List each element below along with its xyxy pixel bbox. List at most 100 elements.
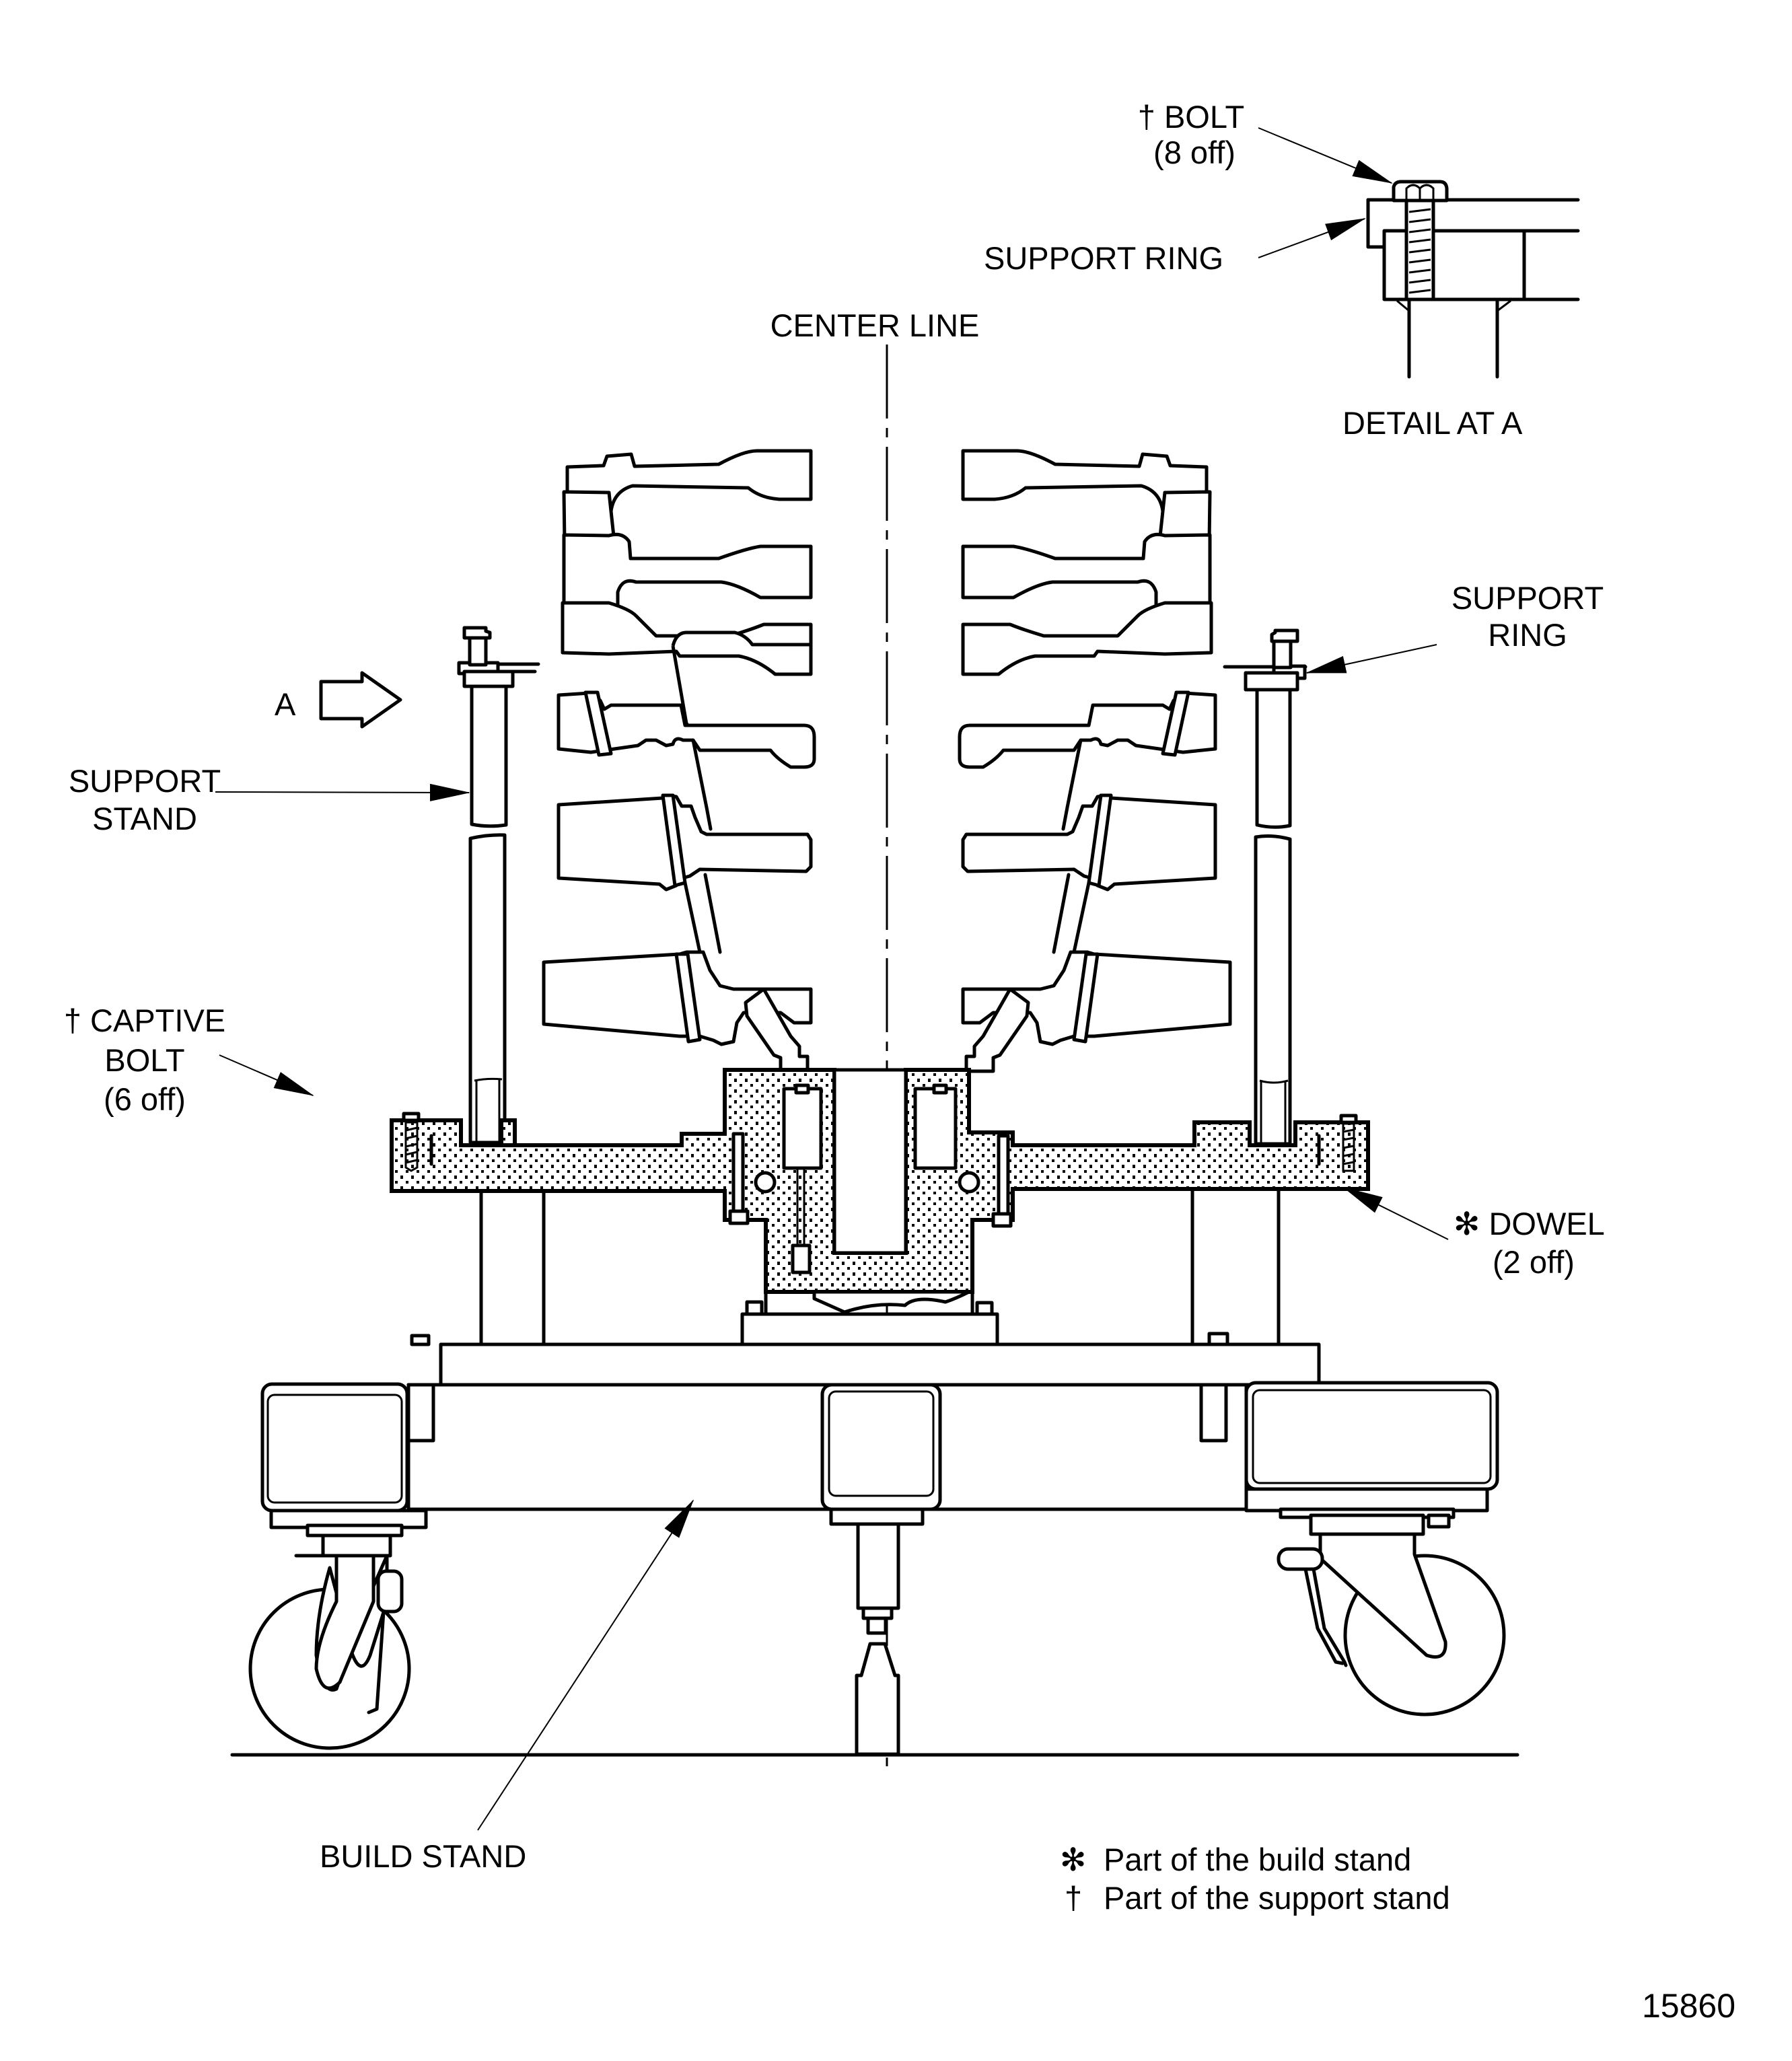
pedestal-bolt-right bbox=[975, 1301, 994, 1316]
rotor-disk-stage-5 bbox=[961, 793, 1217, 892]
support-ring-detail-arrow bbox=[1258, 218, 1366, 258]
captive-bolt-quantity: (6 off) bbox=[104, 1081, 186, 1117]
detail-bolt-threads bbox=[1408, 208, 1431, 294]
support-pin-head-right bbox=[1270, 628, 1299, 643]
flange-bolt-head-right bbox=[991, 1212, 1013, 1228]
frame-bracket-right bbox=[1199, 1383, 1228, 1443]
jack-tube bbox=[856, 1522, 900, 1610]
blade-root-stage-6 bbox=[674, 952, 702, 1044]
support-ring-right-label: SUPPORT RING bbox=[1305, 580, 1604, 674]
caster-left-brake-lever bbox=[367, 1610, 386, 1714]
figure-number: 15860 bbox=[1642, 1987, 1735, 2025]
center-box-inner bbox=[828, 1390, 935, 1497]
rotor-right-half bbox=[958, 449, 1232, 1073]
hub-broken-out-section bbox=[812, 1290, 971, 1314]
caster-right-brake bbox=[1277, 1547, 1324, 1571]
caster-right-fork bbox=[1318, 1532, 1447, 1659]
build-stand-label: BUILD STAND bbox=[320, 1499, 694, 1874]
blade-root-stage-4 bbox=[1161, 690, 1190, 757]
support-stand-left bbox=[457, 626, 540, 1145]
center-box bbox=[820, 1383, 942, 1511]
caster-box-right bbox=[1244, 1381, 1499, 1491]
caster-box-left-inner bbox=[266, 1394, 403, 1504]
support-tube-left-upper bbox=[470, 684, 508, 828]
legend-text-support-stand: Part of the support stand bbox=[1104, 1880, 1450, 1916]
support-collar-left bbox=[462, 670, 515, 688]
column-bolt-left bbox=[410, 1334, 431, 1346]
captive-bolt-line1: † CAPTIVE bbox=[64, 1003, 225, 1038]
hub-housing-sides bbox=[764, 1290, 974, 1316]
detail-support-ring bbox=[1366, 198, 1386, 249]
rotor-drum-wall-right bbox=[1052, 738, 1091, 954]
jack-foot bbox=[855, 1642, 900, 1756]
jack-screw bbox=[866, 1616, 888, 1635]
support-tube-left-lower bbox=[468, 833, 507, 1145]
hub-bolt-left bbox=[794, 1083, 810, 1095]
flange-bolt-left bbox=[731, 1132, 745, 1215]
support-collar-right bbox=[1244, 671, 1299, 692]
legend-item-build-stand: ✻ Part of the build stand bbox=[1060, 1842, 1411, 1877]
caster-right-swivel bbox=[1309, 1513, 1425, 1536]
blade-root-stage-6 bbox=[1072, 952, 1100, 1044]
legend-symbol-dagger: † bbox=[1065, 1880, 1082, 1916]
support-tube-right-lower bbox=[1254, 834, 1292, 1146]
captive-bolt-head-right bbox=[1339, 1114, 1358, 1124]
legend-item-support-stand: † Part of the support stand bbox=[1065, 1880, 1450, 1916]
bolt-leader-arrow bbox=[1258, 127, 1393, 184]
caster-right-brake-lever bbox=[1312, 1567, 1348, 1667]
captive-bolt-thread-left bbox=[404, 1121, 419, 1172]
hub-lower-pocket bbox=[791, 1243, 812, 1274]
captive-bolt-line2: BOLT bbox=[104, 1042, 184, 1078]
captive-bolt-thread-right bbox=[1342, 1122, 1355, 1172]
detail-bolt-head-facets bbox=[1405, 184, 1435, 201]
caster-right-brake-lever-2 bbox=[1303, 1567, 1345, 1665]
legend: ✻ Part of the build stand † Part of the … bbox=[1060, 1842, 1450, 1916]
legend-symbol-asterisk: ✻ bbox=[1060, 1842, 1086, 1877]
frame-bracket-left bbox=[406, 1383, 435, 1443]
support-tube-right-upper bbox=[1255, 688, 1292, 829]
caster-left bbox=[248, 1509, 428, 1750]
rotor-cone-right bbox=[964, 987, 1030, 1073]
support-tube-right-insert bbox=[1259, 1079, 1289, 1144]
caster-box-left bbox=[260, 1382, 409, 1513]
captive-bolt-head-left bbox=[402, 1112, 421, 1122]
detail-welds bbox=[1396, 299, 1511, 312]
rotor-disk-stage-3 bbox=[961, 601, 1213, 676]
view-a-arrow-icon bbox=[319, 671, 402, 729]
base-plate bbox=[439, 1342, 1321, 1387]
flange-bolt-head-left bbox=[728, 1209, 750, 1225]
dowel-quantity: (2 off) bbox=[1493, 1244, 1575, 1280]
column-right bbox=[1190, 1187, 1281, 1346]
flange-bolt-right bbox=[997, 1134, 1010, 1217]
caster-right-mount bbox=[1244, 1487, 1489, 1513]
rotor-left-half bbox=[542, 449, 816, 1073]
dowel-line1: ✻ DOWEL bbox=[1454, 1206, 1605, 1241]
build-stand-text: BUILD STAND bbox=[320, 1838, 526, 1874]
support-ring-right-arrow bbox=[1305, 644, 1437, 674]
hub-pedestal bbox=[740, 1312, 999, 1346]
support-ring-right-line1: SUPPORT bbox=[1451, 580, 1604, 616]
caster-right bbox=[1244, 1487, 1506, 1716]
support-ring-detail-label: SUPPORT RING bbox=[984, 218, 1366, 276]
pedestal-bolt-left bbox=[745, 1300, 764, 1316]
build-stand-frame bbox=[260, 1342, 1499, 1513]
caster-box-right-inner bbox=[1252, 1389, 1492, 1484]
support-pin-left bbox=[468, 635, 488, 667]
rotor-disk-stage-4 bbox=[557, 691, 816, 769]
hub-bolt-right bbox=[932, 1083, 948, 1095]
support-stand-right bbox=[1223, 628, 1307, 1146]
caster-right-bolt bbox=[1427, 1513, 1451, 1529]
support-ring-detail-text: SUPPORT RING bbox=[984, 240, 1223, 276]
view-a-marker: A bbox=[275, 671, 402, 729]
caster-left-brake bbox=[376, 1569, 404, 1614]
bolt-label-quantity: (8 off) bbox=[1153, 135, 1235, 170]
detail-title: DETAIL AT A bbox=[1342, 405, 1523, 441]
caster-left-swivel bbox=[321, 1533, 392, 1558]
hub-drain-passage bbox=[796, 1168, 805, 1245]
jack-collar bbox=[829, 1507, 925, 1526]
rotor-disk-stage-4 bbox=[958, 691, 1217, 769]
rotor-disk-stage-1 bbox=[565, 449, 813, 540]
hub-cavity-left bbox=[782, 1087, 823, 1170]
dowel-arrow bbox=[1342, 1187, 1449, 1240]
bearing-ball-left bbox=[754, 1171, 777, 1194]
